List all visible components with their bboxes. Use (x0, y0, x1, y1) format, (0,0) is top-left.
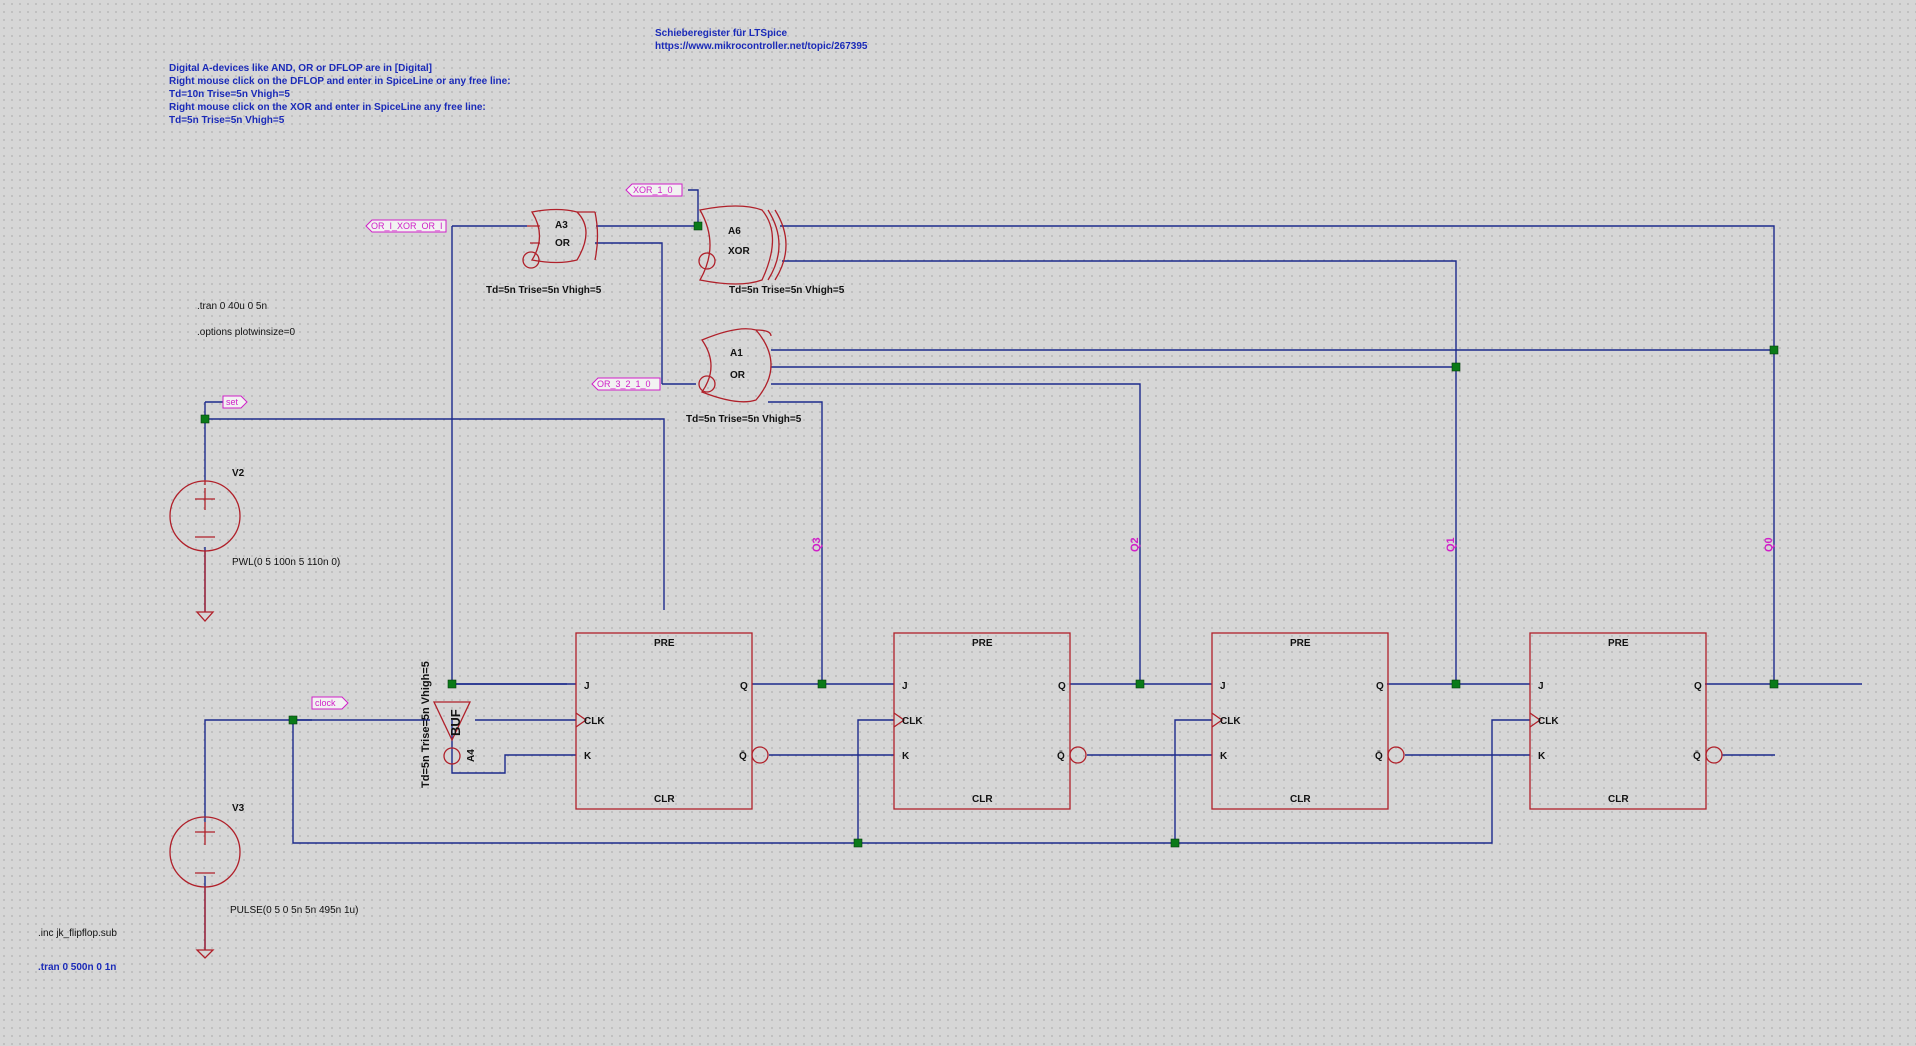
v2-value: PWL(0 5 100n 5 110n 0) (232, 557, 340, 568)
svg-text:XOR_1_0: XOR_1_0 (633, 185, 673, 195)
include-directive[interactable]: .inc jk_flipflop.sub (38, 928, 117, 939)
net-flag-or-in[interactable]: OR_3_2_1_0 (591, 377, 661, 391)
pin-label-k: K (584, 751, 592, 762)
pin-label-qbar: Q̄ (1057, 750, 1065, 762)
gate-a4-buf[interactable]: BUF A4 Td=5n Trise=5n Vhigh=5 (420, 661, 477, 788)
a3-spice-line: Td=5n Trise=5n Vhigh=5 (486, 285, 602, 296)
jk-flipflop-3[interactable]: PRE CLR J CLK K Q Q̄ (1211, 632, 1405, 810)
svg-text:OR_3_2_1_0: OR_3_2_1_0 (597, 379, 651, 389)
pin-label-q: Q (1058, 681, 1066, 692)
pin-label-clk: CLK (902, 716, 923, 727)
pin-label-j: J (1538, 681, 1544, 692)
svg-text:OR_I_XOR_OR_I: OR_I_XOR_OR_I (371, 221, 443, 231)
note-line-3: Td=10n Trise=5n Vhigh=5 (169, 89, 290, 100)
svg-text:A4: A4 (466, 749, 477, 762)
a6-spice-line: Td=5n Trise=5n Vhigh=5 (729, 285, 845, 296)
svg-text:BUF: BUF (448, 709, 463, 736)
svg-text:A3: A3 (555, 220, 568, 231)
ground-icon (195, 611, 215, 622)
svg-text:clock: clock (315, 698, 336, 708)
voltage-source-v3[interactable]: V3 PULSE(0 5 0 5n 5n 495n 1u) (169, 803, 358, 959)
net-label-q2[interactable]: Q2 (1129, 537, 1141, 552)
options-directive[interactable]: .options plotwinsize=0 (197, 327, 296, 338)
jk-flipflops: PRE CLR J CLK K Q Q̄ PRE CLR J CLK K Q Q̄ PRE CLR J CLK K Q… (575, 632, 1723, 810)
title-text: Schieberegister für LTSpice (655, 28, 788, 39)
pin-label-clr: CLR (1608, 794, 1629, 805)
ground-icon (195, 949, 215, 959)
pin-label-clr: CLR (972, 794, 993, 805)
pin-label-pre: PRE (654, 638, 675, 649)
pin-label-qbar: Q̄ (1693, 750, 1701, 762)
net-label-q1[interactable]: Q1 (1445, 537, 1457, 552)
pin-label-k: K (1220, 751, 1228, 762)
pin-label-clk: CLK (584, 716, 605, 727)
pin-label-pre: PRE (972, 638, 993, 649)
v3-name: V3 (232, 803, 245, 814)
svg-text:OR: OR (555, 238, 571, 249)
pin-label-pre: PRE (1608, 638, 1629, 649)
net-flag-set[interactable]: set (222, 395, 248, 409)
pin-label-j: J (902, 681, 908, 692)
jk-flipflop-2[interactable]: PRE CLR J CLK K Q Q̄ (893, 632, 1087, 810)
pin-label-j: J (584, 681, 590, 692)
pin-label-pre: PRE (1290, 638, 1311, 649)
pin-label-k: K (902, 751, 910, 762)
jk-flipflop-1[interactable]: PRE CLR J CLK K Q Q̄ (575, 632, 769, 810)
net-flag-or-xor[interactable]: OR_I_XOR_OR_I (365, 219, 447, 233)
svg-text:A1: A1 (730, 348, 743, 359)
note-line-4: Right mouse click on the XOR and enter i… (169, 102, 486, 113)
pin-label-j: J (1220, 681, 1226, 692)
note-line-5: Td=5n Trise=5n Vhigh=5 (169, 115, 285, 126)
pin-label-clk: CLK (1538, 716, 1559, 727)
net-label-q3[interactable]: Q3 (811, 537, 823, 552)
note-line-1: Digital A-devices like AND, OR or DFLOP … (169, 63, 432, 74)
svg-text:XOR: XOR (728, 246, 750, 257)
pin-label-q: Q (740, 681, 748, 692)
gate-a3-or[interactable]: A3 OR Td=5n Trise=5n Vhigh=5 (486, 208, 602, 297)
a1-spice-line: Td=5n Trise=5n Vhigh=5 (686, 414, 802, 425)
pin-label-clr: CLR (1290, 794, 1311, 805)
tran-directive[interactable]: .tran 0 40u 0 5n (197, 301, 267, 312)
pin-label-clr: CLR (654, 794, 675, 805)
a4-spice-line: Td=5n Trise=5n Vhigh=5 (420, 661, 432, 788)
net-flag-xor-in[interactable]: XOR_1_0 (625, 183, 683, 197)
junctions (200, 221, 1779, 848)
v2-name: V2 (232, 468, 245, 479)
gate-a6-xor[interactable]: A6 XOR Td=5n Trise=5n Vhigh=5 (698, 205, 845, 296)
svg-text:OR: OR (730, 370, 746, 381)
svg-text:A6: A6 (728, 226, 741, 237)
net-label-q0[interactable]: Q0 (1763, 537, 1775, 552)
v3-value: PULSE(0 5 0 5n 5n 495n 1u) (230, 905, 358, 916)
pin-label-q: Q (1694, 681, 1702, 692)
jk-flipflop-4[interactable]: PRE CLR J CLK K Q Q̄ (1529, 632, 1723, 810)
source-url-text[interactable]: https://www.mikrocontroller.net/topic/26… (655, 41, 868, 52)
pin-label-q: Q (1376, 681, 1384, 692)
voltage-source-v2[interactable]: V2 PWL(0 5 100n 5 110n 0) (169, 468, 340, 622)
net-flag-clock[interactable]: clock (311, 696, 349, 710)
pin-label-clk: CLK (1220, 716, 1241, 727)
gate-a1-or[interactable]: A1 OR Td=5n Trise=5n Vhigh=5 (686, 328, 802, 425)
tran-comment: .tran 0 500n 0 1n (38, 962, 116, 973)
svg-text:set: set (226, 397, 239, 407)
pin-label-k: K (1538, 751, 1546, 762)
pin-label-qbar: Q̄ (739, 750, 747, 762)
wires[interactable] (204, 189, 1862, 950)
note-line-2: Right mouse click on the DFLOP and enter… (169, 76, 511, 87)
pin-label-qbar: Q̄ (1375, 750, 1383, 762)
